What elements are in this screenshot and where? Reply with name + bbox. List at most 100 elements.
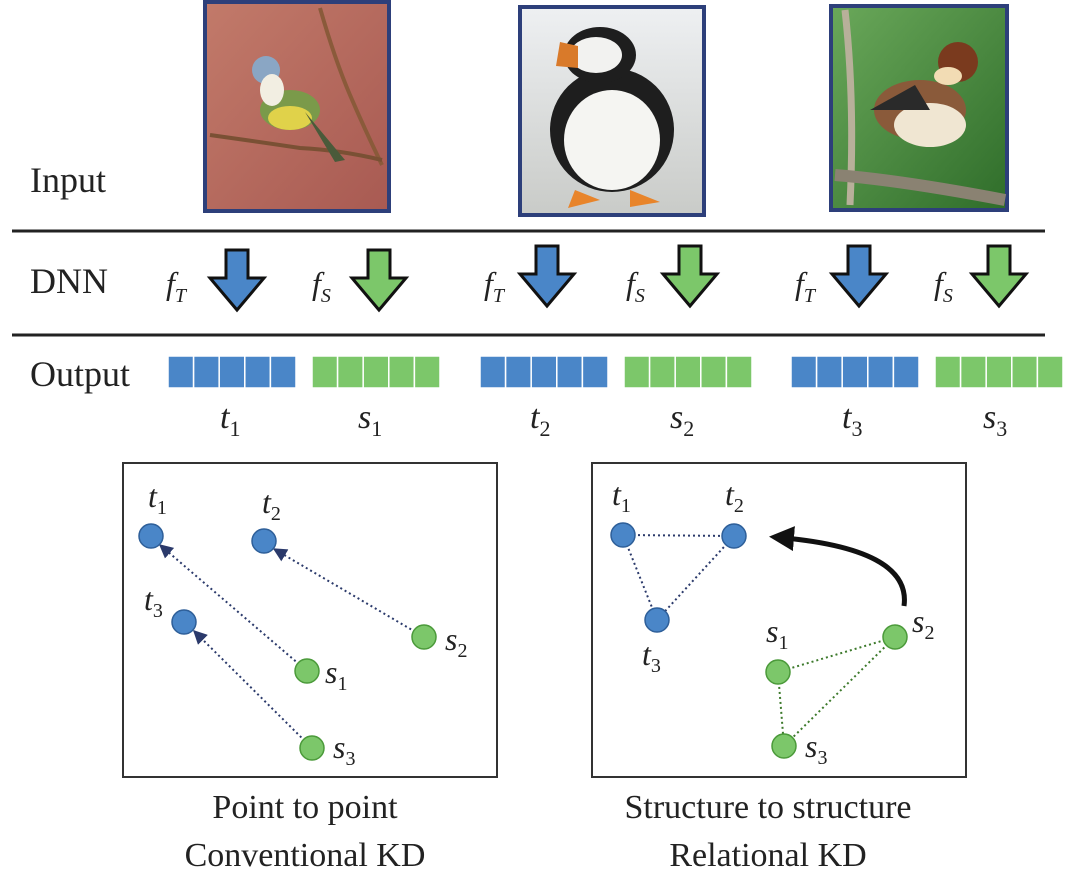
- node-t3-left: [171, 609, 197, 635]
- node-s3-left: [299, 735, 325, 761]
- vector-cell: [192, 355, 220, 389]
- student-vector-2: [623, 355, 753, 389]
- node-label-t2-left: t2: [262, 484, 281, 525]
- vector-cell: [336, 355, 364, 389]
- teacher-arrow-1: [206, 248, 268, 313]
- node-label-s2-left: s2: [445, 621, 467, 662]
- edge-s1-s2: [777, 636, 896, 673]
- student-fn-label-3: fS: [934, 265, 953, 307]
- node-t1-left: [138, 523, 164, 549]
- student-fn-label-2: fS: [626, 265, 645, 307]
- node-label-s1-right: s1: [766, 613, 788, 654]
- vector-cell: [725, 355, 753, 389]
- teacher-vector-1: [167, 355, 297, 389]
- output-vectors: [167, 355, 1064, 389]
- bird-image-3: [829, 4, 1009, 212]
- node-label-s3-left: s3: [333, 729, 355, 770]
- vector-cell: [1036, 355, 1064, 389]
- panel-conventional-kd: t1 t2 t3 s1 s2 s3: [122, 462, 498, 778]
- caption-left-line2: Conventional KD: [185, 837, 426, 874]
- node-label-t3-right: t3: [642, 636, 661, 677]
- caption-right-line1: Structure to structure: [624, 789, 911, 826]
- vector-cell: [244, 355, 272, 389]
- student-fn-label-1: fS: [312, 265, 331, 307]
- vector-cell: [648, 355, 676, 389]
- vector-cell: [700, 355, 728, 389]
- vector-cell: [388, 355, 416, 389]
- node-label-s3-right: s3: [805, 728, 827, 769]
- vector-cell: [841, 355, 869, 389]
- output-label-t1: t1: [220, 399, 240, 441]
- vector-cell: [504, 355, 532, 389]
- node-t3-right: [644, 607, 670, 633]
- dnn-group-2: fT fS: [484, 244, 721, 309]
- vector-cell: [556, 355, 584, 389]
- dnn-group-1: fT fS: [166, 248, 410, 313]
- node-s2-right: [882, 624, 908, 650]
- vector-cell: [623, 355, 651, 389]
- output-label-s3: s3: [983, 399, 1007, 441]
- kd-arrow-s1-t1: [158, 544, 308, 672]
- vector-cell: [867, 355, 895, 389]
- edge-t1-t2: [622, 534, 735, 537]
- teacher-fn-label-2: fT: [484, 265, 506, 307]
- vector-cell: [530, 355, 558, 389]
- bird-image-1: [203, 0, 391, 213]
- caption-left-line1: Point to point: [212, 789, 398, 826]
- node-s3-right: [771, 733, 797, 759]
- row-label-output: Output: [30, 354, 130, 394]
- student-arrow-3: [968, 244, 1030, 309]
- teacher-vector-3: [790, 355, 920, 389]
- row-label-input: Input: [30, 160, 106, 200]
- vector-cell: [1011, 355, 1039, 389]
- panel-relational-kd: t1 t2 t3 s1 s2 s3: [591, 462, 967, 778]
- node-label-t3-left: t3: [144, 581, 163, 622]
- output-label-t3: t3: [842, 399, 862, 441]
- vector-cell: [218, 355, 246, 389]
- node-t1-right: [610, 522, 636, 548]
- node-label-t1-right: t1: [612, 476, 631, 517]
- node-label-s1-left: s1: [325, 654, 347, 695]
- vector-cell: [362, 355, 390, 389]
- node-s1-left: [294, 658, 320, 684]
- kd-arrow-s2-t2: [272, 548, 425, 638]
- vector-cell: [674, 355, 702, 389]
- node-s2-left: [411, 624, 437, 650]
- bird-image-2: [518, 5, 706, 217]
- vector-cell: [413, 355, 441, 389]
- output-label-t2: t2: [530, 399, 550, 441]
- dnn-group-3: fT fS: [795, 244, 1030, 309]
- node-s1-right: [765, 659, 791, 685]
- node-label-s2-right: s2: [912, 603, 934, 644]
- vector-cell: [790, 355, 818, 389]
- student-arrow-1: [348, 248, 410, 313]
- vector-cell: [311, 355, 339, 389]
- node-t2-right: [721, 523, 747, 549]
- student-arrow-2: [659, 244, 721, 309]
- caption-right-line2: Relational KD: [669, 837, 866, 874]
- student-vector-3: [934, 355, 1064, 389]
- vector-cell: [985, 355, 1013, 389]
- node-label-t2-right: t2: [725, 476, 744, 517]
- teacher-arrow-3: [828, 244, 890, 309]
- vector-cell: [167, 355, 195, 389]
- output-labels: t1 s1 t2 s2 t3 s3: [220, 399, 1007, 441]
- node-label-t1-left: t1: [148, 478, 167, 519]
- edge-s2-s3: [783, 636, 896, 747]
- output-label-s2: s2: [670, 399, 694, 441]
- edge-t1-t3: [622, 534, 658, 621]
- vector-cell: [959, 355, 987, 389]
- teacher-arrow-2: [516, 244, 578, 309]
- vector-cell: [269, 355, 297, 389]
- student-vector-1: [311, 355, 441, 389]
- teacher-fn-label-3: fT: [795, 265, 817, 307]
- vector-cell: [479, 355, 507, 389]
- relation-transfer-arrow: [769, 526, 907, 607]
- row-label-dnn: DNN: [30, 261, 108, 301]
- node-t2-left: [251, 528, 277, 554]
- vector-cell: [892, 355, 920, 389]
- teacher-fn-label-1: fT: [166, 265, 188, 307]
- vector-cell: [581, 355, 609, 389]
- edge-t2-t3: [656, 535, 735, 621]
